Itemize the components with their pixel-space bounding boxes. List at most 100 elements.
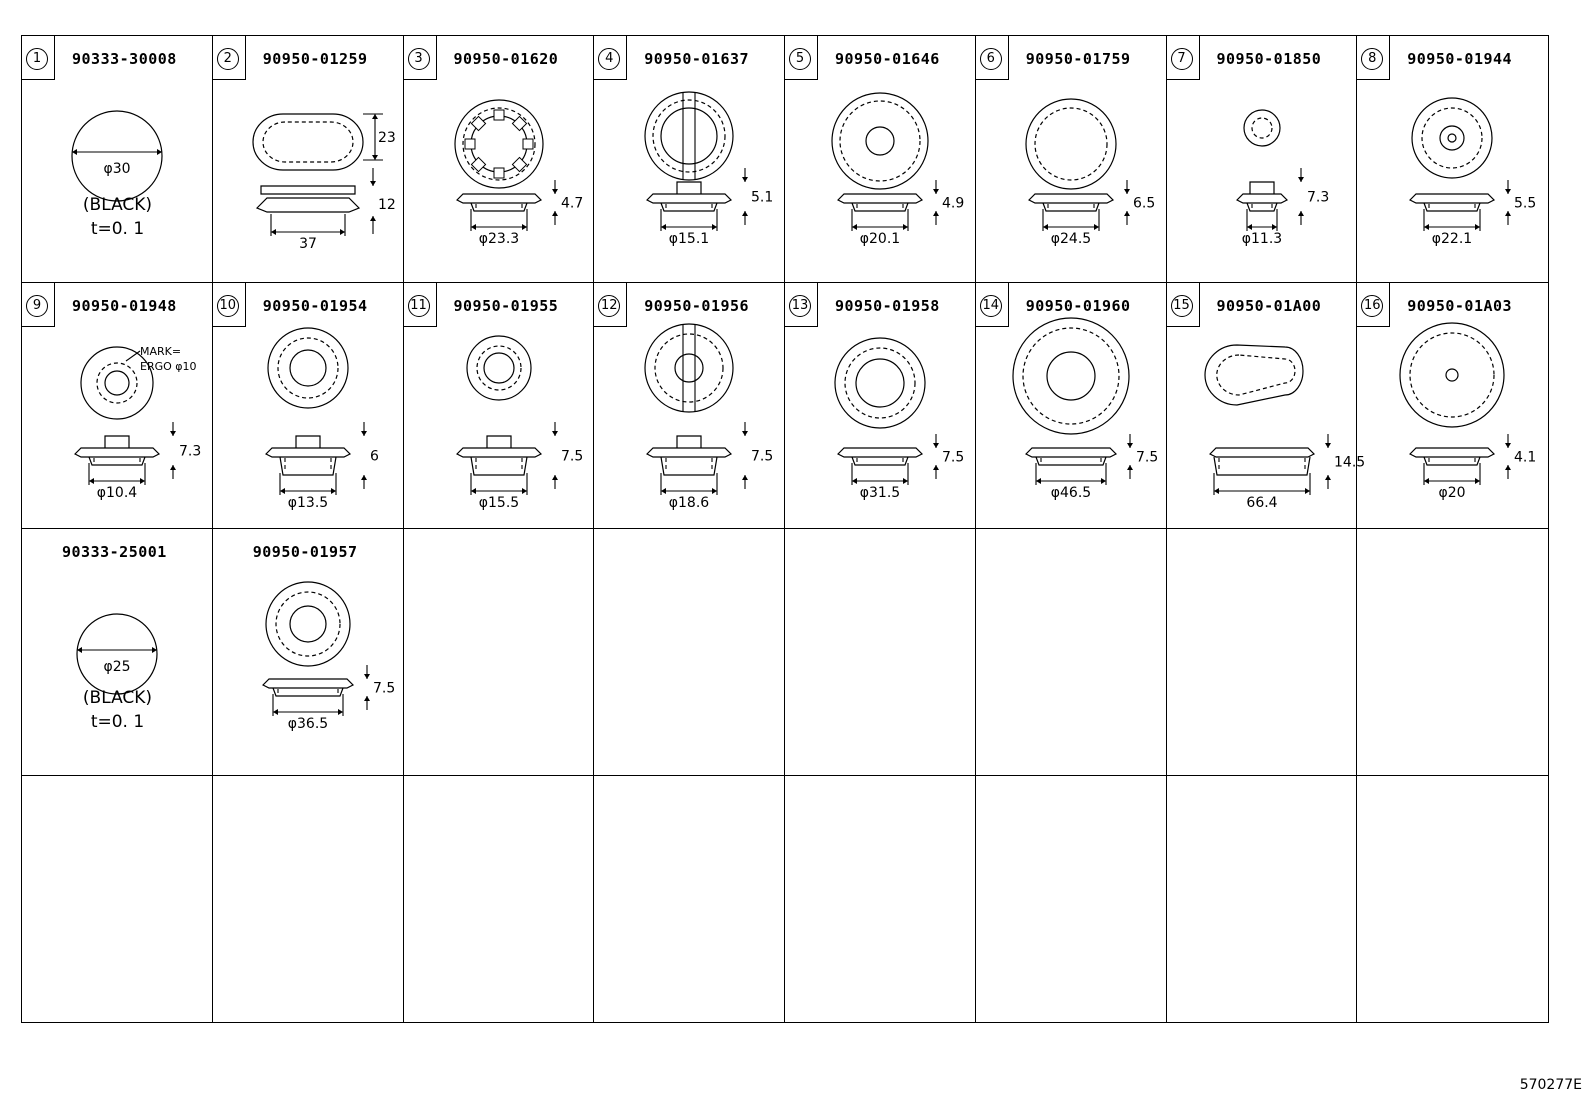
part-number: 90950-01958 bbox=[835, 296, 940, 315]
dim-width-13: φ46.5 bbox=[1051, 485, 1091, 501]
mark-label: MARK= bbox=[140, 345, 181, 358]
dim-height-4: 4.9 bbox=[942, 196, 964, 212]
part-drawing: 4.7 φ23.3 bbox=[453, 99, 583, 247]
index-box: 5 bbox=[785, 36, 818, 80]
dim-height-14: 14.5 bbox=[1334, 454, 1365, 470]
empty-cell bbox=[594, 775, 785, 1022]
part-drawing: φ25 bbox=[76, 613, 158, 695]
dim-width-4: φ20.1 bbox=[860, 231, 900, 247]
empty-cell bbox=[975, 529, 1167, 776]
index-number: 15 bbox=[1170, 294, 1193, 317]
dim-height-11: 7.5 bbox=[751, 448, 773, 464]
index-number: 6 bbox=[979, 48, 1002, 70]
dim-width-3: φ15.1 bbox=[669, 231, 709, 247]
dim-height-10: 7.5 bbox=[561, 448, 583, 464]
empty-cell bbox=[1166, 529, 1358, 776]
index-number: 7 bbox=[1170, 48, 1193, 70]
dim-height-8: 7.3 bbox=[179, 443, 201, 459]
note-line: t=0. 1 bbox=[90, 712, 145, 732]
empty-cell bbox=[785, 529, 976, 776]
dim-width-14: 66.4 bbox=[1246, 495, 1277, 511]
part-number: 90950-01637 bbox=[644, 50, 750, 68]
dim-width-7: φ22.1 bbox=[1432, 231, 1472, 247]
part-number: 90950-01956 bbox=[644, 296, 750, 315]
index-box: 16 bbox=[1357, 282, 1391, 327]
part-drawing: 14.5 66.4 bbox=[1203, 343, 1365, 511]
part-notes: (BLACK)t=0. 1 bbox=[22, 193, 213, 241]
part-number: 90950-01957 bbox=[252, 543, 358, 561]
index-box: 12 bbox=[594, 282, 628, 327]
dim-width-1: 37 bbox=[299, 236, 317, 252]
dim-height-3: 5.1 bbox=[751, 190, 773, 206]
part-drawing: 4.9 φ20.1 bbox=[831, 92, 964, 247]
index-box: 14 bbox=[975, 282, 1009, 327]
index-number: 10 bbox=[216, 294, 239, 317]
part-cell: 11 90950-01955 7.5 φ15.5 bbox=[403, 282, 595, 529]
empty-cell bbox=[213, 775, 404, 1022]
index-box: 2 bbox=[212, 36, 246, 80]
dim-height-5: 6.5 bbox=[1133, 196, 1155, 212]
index-box: 6 bbox=[975, 36, 1009, 80]
dim-height-2: 4.7 bbox=[561, 196, 583, 212]
empty-cell bbox=[1357, 529, 1548, 776]
index-box: 13 bbox=[785, 282, 818, 327]
part-drawing: 4.1 φ20 bbox=[1399, 321, 1537, 501]
dim-diameter-16: φ25 bbox=[103, 659, 130, 675]
part-drawing: φ30 bbox=[71, 110, 163, 202]
dim-width-11: φ18.6 bbox=[669, 495, 710, 511]
part-drawing: 6 φ13.5 bbox=[264, 326, 379, 511]
part-drawing: 7.5 φ18.6 bbox=[644, 322, 774, 511]
dim-height-9: 6 bbox=[370, 448, 379, 464]
dim-height-1: 12 bbox=[378, 197, 396, 213]
empty-cell bbox=[594, 529, 785, 776]
part-number: 90950-01850 bbox=[1216, 50, 1322, 68]
part-drawing: 5.1 φ15.1 bbox=[644, 91, 774, 247]
part-cell: 5 90950-01646 4.9 φ20.1 bbox=[785, 36, 976, 283]
empty-cell bbox=[22, 775, 213, 1022]
part-number: 90950-01948 bbox=[72, 296, 177, 315]
part-number: 90950-01A00 bbox=[1216, 296, 1322, 315]
part-number: 90333-30008 bbox=[72, 50, 177, 68]
part-number: 90950-01954 bbox=[262, 296, 368, 315]
dim-width-12: φ31.5 bbox=[860, 485, 900, 501]
note-line: t=0. 1 bbox=[90, 219, 145, 239]
empty-cell bbox=[976, 775, 1167, 1022]
dim-width-2: φ23.3 bbox=[478, 231, 518, 247]
index-number: 16 bbox=[1361, 294, 1384, 317]
part-cell: 15 90950-01A00 14.5 66.4 bbox=[1166, 282, 1365, 529]
part-number: 90950-01960 bbox=[1025, 296, 1131, 315]
index-box: 11 bbox=[403, 282, 437, 327]
index-number: 4 bbox=[598, 48, 621, 70]
part-notes: (BLACK) t=0. 1 bbox=[22, 686, 213, 734]
part-number: 90950-01259 bbox=[262, 50, 368, 68]
index-box: 4 bbox=[594, 36, 628, 80]
index-number: 3 bbox=[407, 48, 430, 70]
index-box: 15 bbox=[1166, 282, 1200, 327]
note-line: (BLACK) bbox=[82, 688, 153, 708]
dim-width-10: φ15.5 bbox=[478, 495, 518, 511]
index-number: 9 bbox=[26, 294, 48, 317]
part-number: 90950-01646 bbox=[835, 50, 940, 68]
index-number: 1 bbox=[26, 48, 48, 70]
index-box: 1 bbox=[22, 36, 55, 80]
empty-cell bbox=[785, 775, 976, 1022]
dim-diameter-0: φ30 bbox=[103, 161, 130, 177]
part-number: 90950-01955 bbox=[453, 296, 559, 315]
diagram-code: 570277E bbox=[1519, 1077, 1582, 1093]
part-number: 90950-01A03 bbox=[1407, 296, 1513, 315]
dim-width-9: φ13.5 bbox=[288, 495, 328, 511]
dim-height-15: 4.1 bbox=[1514, 449, 1536, 465]
dim-width-15: φ20 bbox=[1439, 485, 1466, 501]
mark-label: ERGO φ10 bbox=[140, 360, 197, 373]
part-cell: 1 90333-30008 φ30 (BLACK)t=0. 1 bbox=[22, 36, 213, 283]
